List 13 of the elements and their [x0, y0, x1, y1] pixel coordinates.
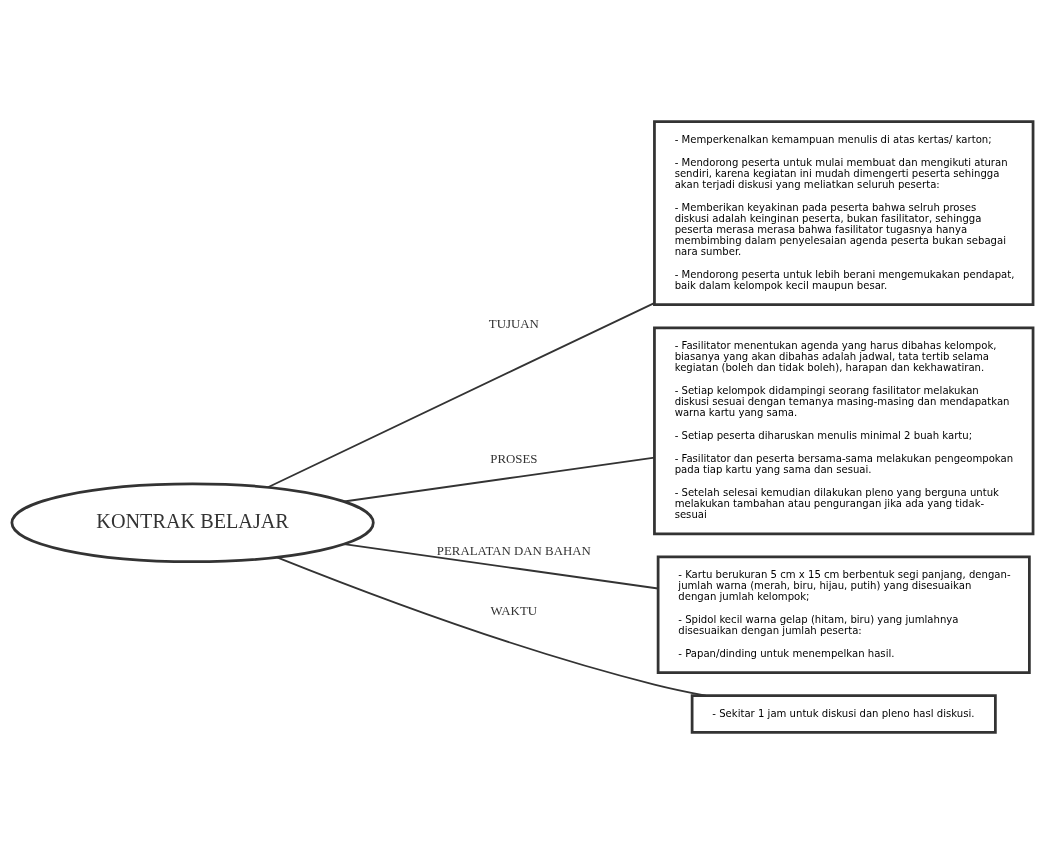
node-box: - Sekitar 1 jam untuk diskusi dan pleno hasl diskusi.	[690, 694, 997, 734]
edge-label: PROSES	[490, 452, 538, 467]
connector	[343, 543, 659, 590]
edge-label: WAKTU	[490, 603, 538, 618]
edge-label: PERALATAN DAN BAHAN	[436, 544, 591, 559]
connector	[343, 456, 656, 503]
node-box: - Fasilitator menentukan agenda yang harus dibahas kelompok, biasanya yang akan dibahas adalah jadwal, tata tertib selama kegiatan (boleh dan tidak boleh), harapan dan kekhawatiran. - Setiap kelompok didampingi seorang fasilitator melakukan diskusi sesuai dengan temanya masing-masing dan mendapatkan warna kartu yang sama. - Setiap peserta diharuskan menulis minimal 2 buah kartu; - Fasilitator dan peserta bersama-sama melakukan pengeompokan pada tiap kartu yang sama dan sesuai. - Setelah selesai kemudian dilakukan pleno yang berguna untuk melakukan tambahan atau pengurangan jika ada yang tidak- sesuai	[653, 326, 1035, 536]
edge-label: TUJUAN	[488, 317, 539, 332]
connector	[267, 302, 656, 489]
node-box: - Kartu berukuran 5 cm x 15 cm berbentuk segi panjang, dengan- jumlah warna (merah, biru, hijau, putih) yang disesuaikan dengan jumlah kelompok; - Spidol kecil warna gelap (hitam, biru) yang jumlahnya disesuaikan dengan jumlah peserta: - Papan/dinding untuk menempelkan hasil.	[656, 555, 1031, 674]
node-ellipse: KONTRAK BELAJAR	[10, 482, 375, 564]
connector	[276, 556, 707, 697]
node-box: - Memperkenalkan kemampuan menulis di atas kertas/ karton; - Mendorong peserta untuk mulai membuat dan mengikuti aturan sendiri, karena kegiatan ini mudah dimengerti peserta sehingga akan terjadi diskusi yang meliatkan seluruh peserta: - Memberikan keyakinan pada peserta bahwa selruh proses diskusi adalah keinginan peserta, bukan fasilitator, sehingga peserta merasa merasa bahwa fasilitator tugasnya hanya membimbing dalam penyelesaian agenda peserta bukan sebagai nara sumber. - Mendorong peserta untuk lebih berani mengemukakan pendapat, baik dalam kelompok kecil maupun besar.	[653, 120, 1035, 306]
